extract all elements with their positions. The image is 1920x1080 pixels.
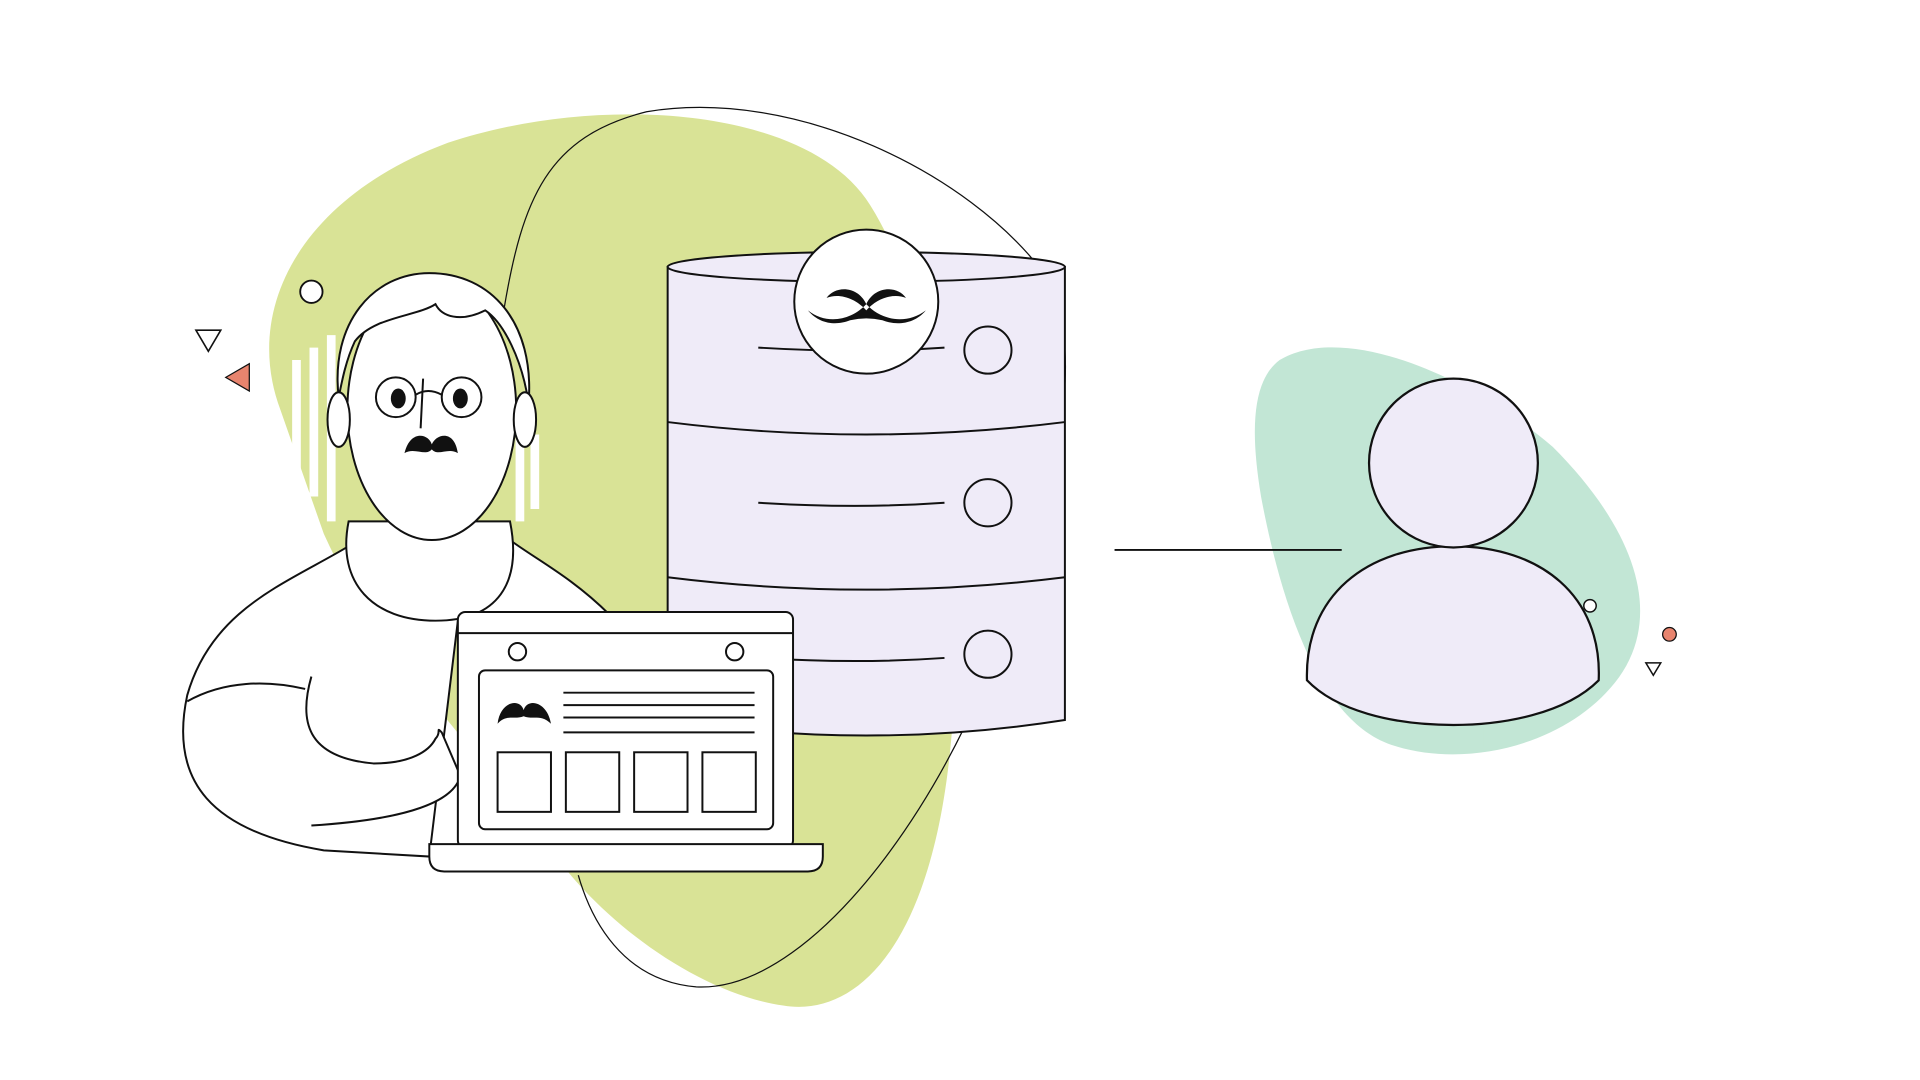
triangle-icon [194, 329, 223, 353]
triangle-icon [1644, 662, 1663, 677]
laptop-mustache-icon [497, 703, 551, 724]
person-hair [336, 272, 531, 404]
circle-icon [1583, 598, 1597, 613]
person-body [182, 538, 612, 858]
circle-icon [1662, 626, 1677, 642]
mustache-icon [807, 289, 926, 324]
person-mustache [404, 435, 458, 454]
user-icon [1305, 377, 1600, 727]
triangle-icon [224, 362, 250, 393]
circle-icon [299, 279, 324, 304]
laptop-icon [428, 611, 824, 873]
